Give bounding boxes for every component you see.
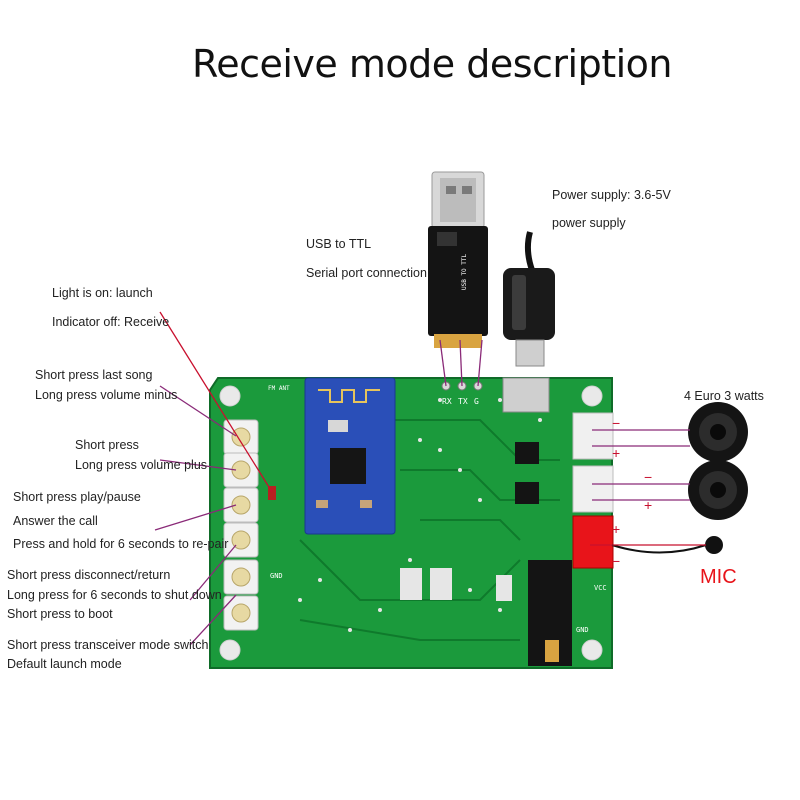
spk1-minus: − (612, 415, 620, 431)
label-btn3-answer: Answer the call (13, 514, 98, 528)
label-btn3-hold: Press and hold for 6 seconds to re-pair (13, 537, 229, 551)
silk-tx: TX (458, 397, 468, 406)
silk-gnd-right: GND (576, 626, 589, 634)
silk-vcc: VCC (594, 584, 607, 592)
svg-text:USB TO TTL: USB TO TTL (461, 253, 468, 290)
connectors (572, 412, 614, 569)
label-power-supply: power supply (552, 216, 626, 230)
bluetooth-module (304, 377, 396, 535)
silk-rx: RX (442, 397, 452, 406)
label-btn5-short: Short press transceiver mode switch (7, 638, 209, 652)
indicator-led (268, 486, 276, 500)
label-btn4-short: Short press disconnect/return (7, 568, 171, 582)
silk-g: G (474, 397, 479, 406)
label-usb-ttl: USB to TTL (306, 237, 372, 251)
spk1-plus: + (612, 445, 620, 461)
label-btn5-default: Default launch mode (7, 657, 122, 671)
mic-plus: + (612, 521, 620, 537)
label-mic: MIC (700, 566, 737, 588)
speaker-top (688, 402, 748, 462)
label-btn4-boot: Short press to boot (7, 607, 113, 621)
components (400, 377, 572, 666)
label-btn1-short: Short press last song (35, 368, 153, 382)
label-light-on: Light is on: launch (52, 286, 153, 300)
page-title: Receive mode description (192, 42, 672, 86)
mic-minus: − (612, 553, 620, 569)
pointer-lines (154, 339, 690, 646)
micro-usb-port (502, 377, 550, 413)
label-power-supply-voltage: Power supply: 3.6-5V (552, 188, 671, 202)
label-serial-port: Serial port connection (306, 266, 427, 280)
indicator-pointer (159, 311, 273, 493)
microphone (611, 536, 723, 554)
label-btn1-long: Long press volume minus (35, 388, 178, 402)
silk-gnd-left: GND (270, 572, 283, 580)
label-btn2-long: Long press volume plus (75, 458, 208, 472)
usb-ttl-adapter: USB TO TTL (428, 171, 488, 348)
label-speakers: 4 Euro 3 watts (684, 389, 764, 403)
spk2-minus: − (644, 469, 652, 485)
label-btn2-short: Short press (75, 438, 139, 452)
label-btn4-long: Long press for 6 seconds to shut down (7, 588, 222, 602)
silk-fm-ant: FM ANT (268, 385, 290, 392)
button-column (223, 419, 276, 631)
label-btn3-short: Short press play/pause (13, 490, 141, 504)
power-cable (503, 231, 555, 367)
speaker-bottom (688, 460, 748, 520)
spk2-plus: + (644, 497, 652, 513)
label-indicator-off: Indicator off: Receive (52, 315, 170, 329)
